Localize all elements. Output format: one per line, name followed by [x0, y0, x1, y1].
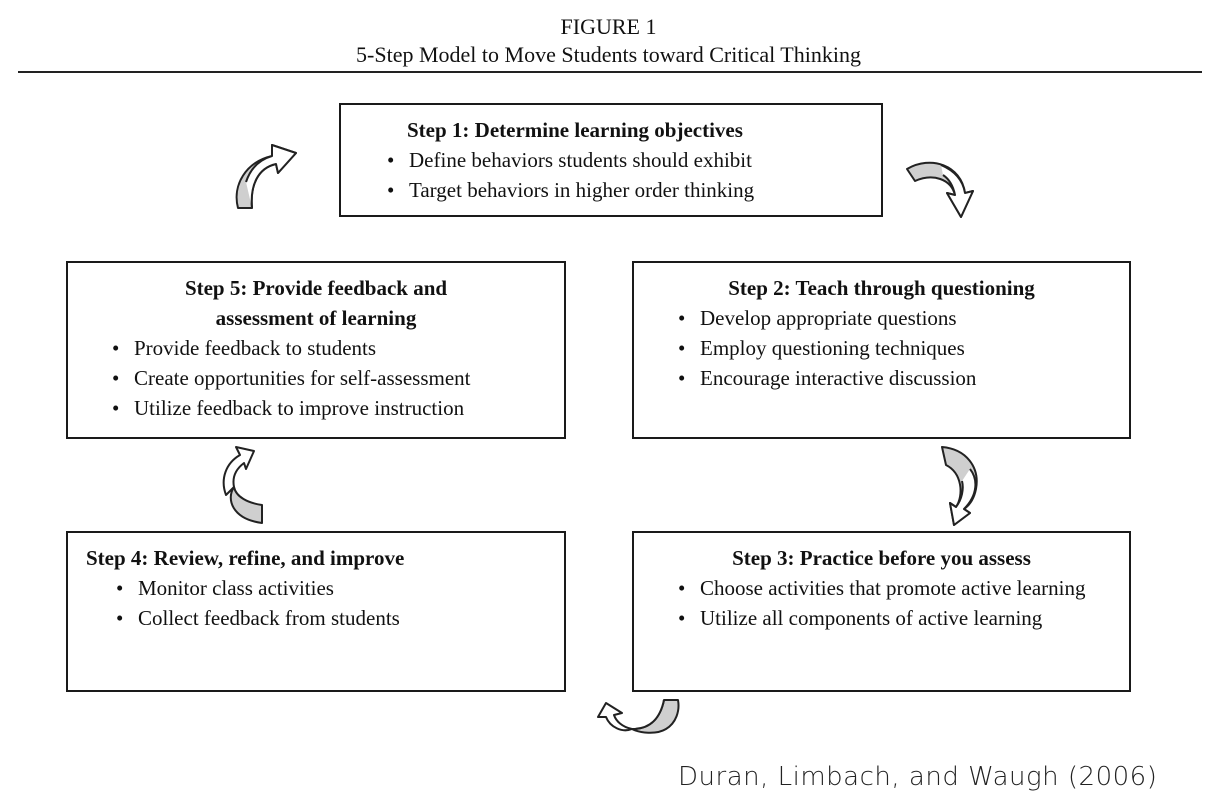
step-5-heading-line2: assessment of learning	[215, 306, 417, 330]
step-5-box: Step 5: Provide feedback and assessment …	[66, 261, 566, 439]
citation: Duran, Limbach, and Waugh (2006)	[678, 762, 1158, 792]
step-2-heading: Step 2: Teach through questioning	[728, 276, 1035, 300]
curved-arrow-up-right-icon	[235, 144, 297, 209]
bullet-item: Utilize all components of active learnin…	[676, 603, 1096, 633]
bullet-item: Develop appropriate questions	[676, 303, 1115, 333]
curved-arrow-up-icon	[222, 446, 263, 524]
bullet-item: Choose activities that promote active le…	[676, 573, 1096, 603]
figure-label: FIGURE 1	[560, 14, 657, 39]
step-3-box: Step 3: Practice before you assess Choos…	[632, 531, 1131, 692]
figure-title: 5-Step Model to Move Students toward Cri…	[356, 42, 861, 67]
step-2-box: Step 2: Teach through questioning Develo…	[632, 261, 1131, 439]
bullet-item: Monitor class activities	[114, 573, 550, 603]
step-1-heading: Step 1: Determine learning objectives	[407, 118, 743, 142]
bullet-item: Encourage interactive discussion	[676, 363, 1115, 393]
bullet-item: Define behaviors students should exhibit	[385, 145, 867, 175]
step-4-bullets: Monitor class activities Collect feedbac…	[86, 573, 550, 633]
step-5-bullets: Provide feedback to students Create oppo…	[82, 333, 550, 423]
curved-arrow-down-right-icon	[906, 161, 974, 218]
curved-arrow-down-icon	[941, 446, 978, 526]
bullet-item: Target behaviors in higher order thinkin…	[385, 175, 867, 205]
step-4-box: Step 4: Review, refine, and improve Moni…	[66, 531, 566, 692]
step-3-bullets: Choose activities that promote active le…	[648, 573, 1096, 633]
curved-arrow-left-icon	[597, 699, 680, 734]
bullet-item: Utilize feedback to improve instruction	[110, 393, 550, 423]
step-1-box: Step 1: Determine learning objectives De…	[339, 103, 883, 217]
bullet-item: Create opportunities for self-assessment	[110, 363, 550, 393]
step-5-heading: Step 5: Provide feedback and assessment …	[82, 273, 550, 333]
step-3-heading: Step 3: Practice before you assess	[732, 546, 1031, 570]
step-2-bullets: Develop appropriate questions Employ que…	[648, 303, 1115, 393]
step-4-heading: Step 4: Review, refine, and improve	[86, 546, 405, 570]
bullet-item: Provide feedback to students	[110, 333, 550, 363]
step-1-bullets: Define behaviors students should exhibit…	[355, 145, 867, 205]
bullet-item: Collect feedback from students	[114, 603, 550, 633]
step-5-heading-line1: Step 5: Provide feedback and	[184, 276, 448, 300]
bullet-item: Employ questioning techniques	[676, 333, 1115, 363]
title-divider	[18, 71, 1202, 73]
